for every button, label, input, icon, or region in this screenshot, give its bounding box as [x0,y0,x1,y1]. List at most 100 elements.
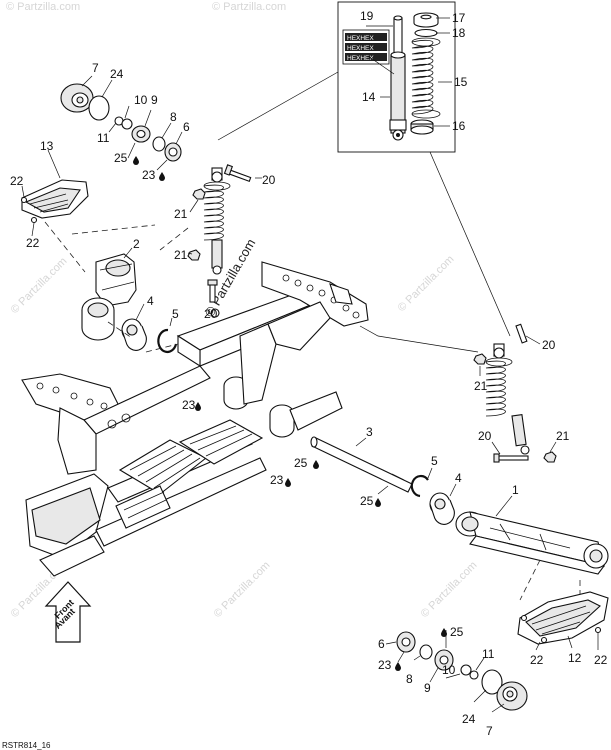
seal-8-bottom [419,644,433,660]
callout-4: 4 [455,471,462,485]
reference-code: RSTR814_16 [2,741,51,750]
callout-25: 25 [294,456,308,470]
bearing-cap-7 [60,83,94,113]
callout-2: 2 [133,237,140,251]
callout-4: 4 [147,294,154,308]
shock-nut [192,188,206,200]
callout-9: 9 [424,681,431,695]
callout-24: 24 [462,712,476,726]
shock-pointer-line [359,325,479,353]
circlip-5 [157,328,178,354]
svg-text:HEXHEX: HEXHEX [347,35,374,42]
callout-5: 5 [431,454,438,468]
shock-bracket-2 [95,253,137,307]
callout-3: 3 [366,425,373,439]
callout-15: 15 [454,75,468,89]
upper-shock-bolt-right [515,323,528,344]
circlip-5-right [410,474,429,498]
shock-inset: HEXHEX HEXHEX HEXHEX [337,1,456,153]
svg-text:HEXHEX: HEXHEX [347,45,374,52]
drop-icon [159,172,165,181]
callout-12: 12 [568,651,582,665]
inset-frame [337,1,456,153]
swing-arm-1 [455,511,609,575]
right-shock-absorber [485,343,530,455]
shock-nut [187,249,201,261]
inset-pointer-line [217,71,339,141]
callout-8: 8 [170,110,177,124]
callout-21: 21 [174,207,188,221]
spring-retainer-top [413,12,439,28]
bushing-4 [121,318,147,351]
watermark-text: © Partzilla.com [9,255,70,316]
bearing-cap-7-bottom [496,681,528,711]
callout-25: 25 [450,625,464,639]
callout-7: 7 [486,724,493,738]
callout-24: 24 [110,67,124,81]
callout-13: 13 [40,139,54,153]
callout-23: 23 [142,168,156,182]
drop-icon [441,628,447,637]
lower-nut-right [543,451,557,463]
callout-25: 25 [360,494,374,508]
callout-21: 21 [174,248,188,262]
callout-23: 23 [378,658,392,672]
callout-20: 20 [262,173,276,187]
watermark-text: © Partzilla.com [212,1,286,13]
callout-21: 21 [556,429,570,443]
drop-icon [375,498,381,507]
retaining-ring-24 [88,95,110,121]
lower-shock-bolt [207,279,218,303]
callout-25: 25 [114,151,128,165]
bushing-9 [131,125,151,143]
watermark-text: © Partzilla.com [396,253,457,314]
callout-6: 6 [378,637,385,651]
callout-19: 19 [360,9,374,23]
callout-23: 23 [182,398,196,412]
watermark-text: © Partzilla.com [6,1,80,13]
damper-body [389,15,407,141]
callout-11: 11 [482,647,495,661]
drop-icon [313,460,319,469]
callout-20: 20 [204,307,218,321]
coil-spring [411,37,441,119]
watermark-text: © Partzilla.com [212,559,273,620]
callout-20: 20 [478,429,492,443]
callout-10: 10 [134,93,148,107]
callout-22: 22 [594,653,608,667]
callout-11: 11 [97,131,110,145]
front-direction-arrow: Front Avant [44,581,92,643]
left-shock-absorber [203,167,231,275]
bushing-9-bottom [434,649,454,671]
callout-16: 16 [452,119,466,133]
callout-1: 1 [512,483,519,497]
callout-18: 18 [452,26,466,40]
callout-10: 10 [442,663,456,677]
retaining-ring-24-bottom [481,669,503,695]
callout-21: 21 [474,379,488,393]
callout-20: 20 [542,338,556,352]
callout-labels: 19 17 18 15 14 16 7 24 10 9 11 8 6 25 23… [10,9,608,738]
callout-14: 14 [362,90,376,104]
callout-22: 22 [26,236,40,250]
shock-nut-right [473,353,487,365]
drop-icon [395,662,401,671]
upper-shock-bolt [223,164,252,182]
callout-8: 8 [406,672,413,686]
arm-protector-13 [20,179,89,224]
nut-11-bottom [469,670,479,680]
callout-7: 7 [92,61,99,75]
arm-protector-12 [517,591,609,645]
callout-6: 6 [183,120,190,134]
lower-shock-bolt-right [493,453,529,463]
callout-22: 22 [10,174,24,188]
spacer-6-bottom [396,631,416,653]
watermark-text: © Partzilla.com [419,559,480,620]
svg-text:HEXHEX: HEXHEX [347,55,374,62]
frame-assembly [21,261,369,577]
decal-sticker: HEXHEX HEXHEX HEXHEX [342,29,390,65]
pivot-shaft-3 [310,436,413,493]
circle-marker [210,308,220,318]
spacer-6 [164,142,182,162]
